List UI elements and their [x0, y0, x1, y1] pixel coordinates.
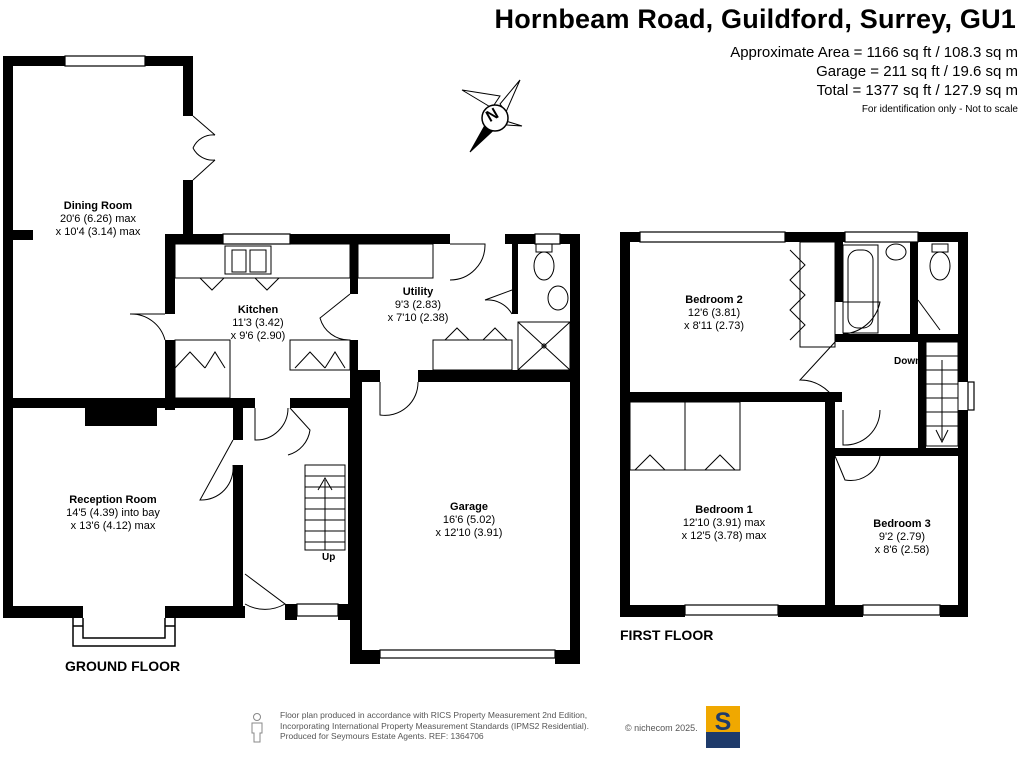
wall [505, 234, 535, 244]
room-name: Garage [450, 501, 488, 513]
chimney-breast [85, 398, 157, 426]
wall [418, 370, 580, 382]
logo-letter: S [714, 708, 732, 736]
wall [958, 410, 968, 617]
room-dimension: x 13'6 (4.12) max [70, 520, 156, 532]
wall [835, 448, 968, 456]
wall [233, 465, 243, 615]
logo-top-band [706, 706, 740, 732]
wall [350, 340, 358, 370]
room-dimension: 9'2 (2.79) [878, 531, 926, 543]
room-name: Utility [402, 286, 434, 298]
wall [778, 605, 863, 617]
room-dimension: x 8'6 (2.58) [874, 544, 930, 556]
footer-line: Floor plan produced in accordance with R… [280, 710, 588, 720]
wall [3, 56, 13, 406]
wall [13, 230, 33, 240]
wall [285, 604, 297, 620]
room-garage: Garage 16'6 (5.02) x 12'10 (3.91) [436, 501, 503, 540]
stairs-up-label: Up [322, 552, 336, 563]
footer-disclaimer: Floor plan produced in accordance with R… [280, 710, 589, 742]
room-bedroom-1: Bedroom 1 12'10 (3.91) max x 12'5 (3.78)… [682, 504, 767, 543]
scale-note: For identification only - Not to scale [861, 104, 1018, 115]
wall [570, 234, 580, 664]
wall [825, 466, 835, 474]
compass-rose-icon [461, 79, 523, 153]
room-dimension: 12'6 (3.81) [687, 307, 741, 319]
room-name: Kitchen [237, 304, 279, 316]
wall [835, 242, 843, 302]
room-bedroom-2: Bedroom 2 12'6 (3.81) x 8'11 (2.73) [684, 294, 744, 333]
wall [165, 234, 175, 314]
room-dimension: x 10'4 (3.14) max [55, 226, 141, 238]
wall [290, 234, 450, 244]
wall [620, 232, 630, 617]
wall [233, 398, 243, 440]
room-dimension: x 7'10 (2.38) [387, 312, 449, 324]
room-dining: Dining Room 20'6 (6.26) max x 10'4 (3.14… [56, 200, 141, 239]
room-dimension: 11'3 (3.42) [232, 317, 284, 329]
room-dimension: x 9'6 (2.90) [230, 330, 286, 342]
property-address: Hornbeam Road, Guildford, Surrey, GU1 [494, 4, 1016, 34]
room-name: Bedroom 1 [695, 504, 753, 516]
wall [555, 650, 580, 664]
wall [243, 398, 255, 408]
room-name: Bedroom 3 [873, 518, 931, 530]
room-dimension: x 12'10 (3.91) [435, 527, 503, 539]
room-dimension: 16'6 (5.02) [442, 514, 496, 526]
room-kitchen: Kitchen 11'3 (3.42) x 9'6 (2.90) [231, 304, 286, 343]
wall [835, 334, 968, 342]
wall [350, 382, 362, 664]
wall [350, 650, 380, 664]
wall [350, 244, 358, 294]
ground-floor-label: GROUND FLOOR [65, 658, 181, 674]
wall [620, 392, 842, 402]
room-dimension: 20'6 (6.26) max [59, 213, 137, 225]
wall [918, 232, 968, 242]
stairs-down-label: Down [894, 356, 922, 367]
approximate-area: Approximate Area = 1166 sq ft / 108.3 sq… [730, 44, 1018, 61]
wall [958, 232, 968, 382]
wall [183, 56, 193, 116]
wall [290, 398, 358, 408]
seymours-logo: S [706, 706, 740, 748]
wall [512, 244, 518, 314]
wall [620, 605, 685, 617]
wall [183, 180, 193, 244]
room-name: Bedroom 2 [685, 294, 743, 306]
wall [350, 370, 380, 382]
garage-area: Garage = 211 sq ft / 19.6 sq m [816, 63, 1018, 80]
room-dimension: x 8'11 (2.73) [684, 320, 744, 332]
wall [165, 606, 245, 618]
room-reception: Reception Room 14'5 (4.39) into bay x 13… [66, 494, 160, 533]
wall [3, 56, 65, 66]
room-name: Dining Room [63, 200, 133, 212]
total-area: Total = 1377 sq ft / 127.9 sq m [816, 82, 1018, 99]
wall [910, 242, 918, 342]
footer-line: Incorporating International Property Mea… [280, 720, 589, 731]
wall [940, 605, 968, 617]
wall [825, 400, 835, 605]
room-name: Reception Room [69, 494, 157, 506]
wall [3, 606, 83, 618]
room-dimension: x 12'5 (3.78) max [681, 530, 767, 542]
wall [785, 232, 845, 242]
wall [3, 398, 13, 618]
room-dimension: 14'5 (4.39) into bay [66, 507, 160, 519]
person-scale-icon [251, 713, 263, 743]
room-bedroom-3: Bedroom 3 9'2 (2.79) x 8'6 (2.58) [873, 518, 930, 557]
footer-line: Produced for Seymours Estate Agents. REF… [280, 731, 484, 741]
first-floor-label: FIRST FLOOR [620, 627, 714, 643]
footer-copyright: © nichecom 2025. [625, 723, 698, 733]
wall [165, 340, 175, 410]
room-dimension: 12'10 (3.91) max [682, 517, 766, 529]
wall [145, 56, 193, 66]
room-dimension: 9'3 (2.83) [394, 299, 442, 311]
wall [918, 342, 926, 450]
room-utility: Utility 9'3 (2.83) x 7'10 (2.38) [388, 286, 449, 325]
wall [165, 234, 223, 244]
